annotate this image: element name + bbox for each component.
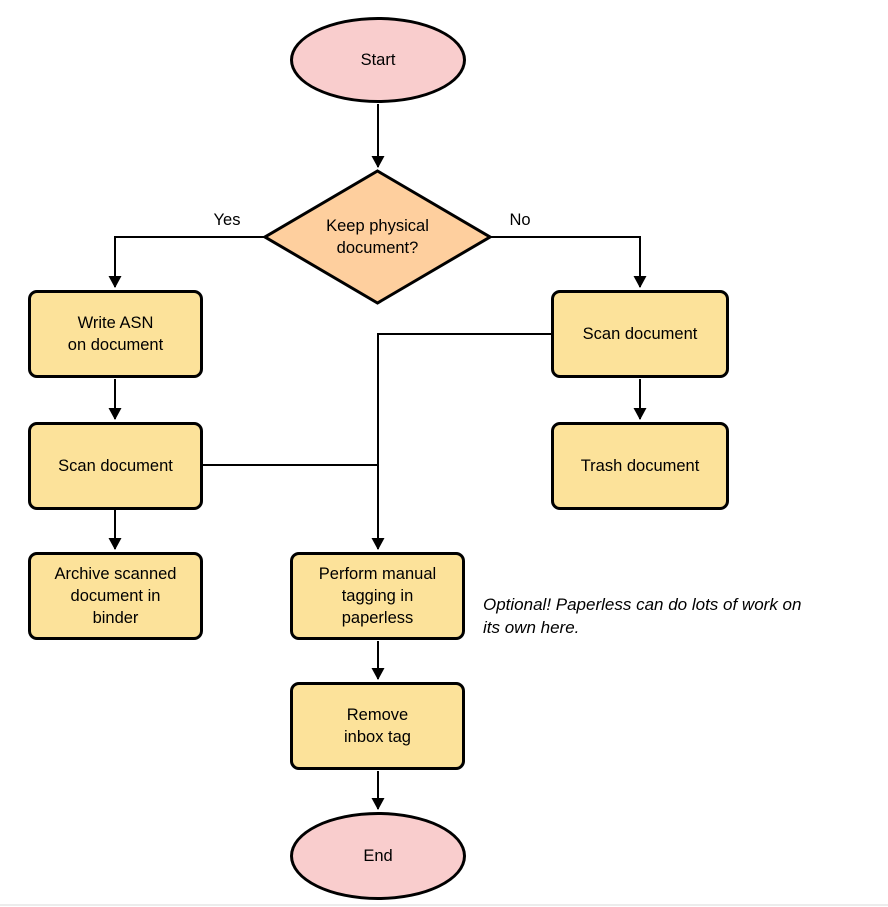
- node-manual-tagging: Perform manual tagging in paperless: [290, 552, 465, 640]
- node-start-label: Start: [360, 51, 396, 69]
- edge-label-yes: Yes: [213, 211, 241, 229]
- node-scan-document-left-label: Scan document: [58, 457, 173, 475]
- node-archive-binder-label: Archive scanned document in binder: [54, 565, 177, 627]
- node-decision-label: Keep physical document?: [326, 217, 429, 257]
- node-write-asn: Write ASN on document: [28, 290, 203, 378]
- edge-decision-yes-to-write-asn: [108, 236, 266, 288]
- edge-scan-right-to-tagging: [371, 333, 551, 550]
- node-manual-tagging-label: Perform manual tagging in paperless: [318, 565, 437, 627]
- annotation-optional-note: Optional! Paperless can do lots of work …: [483, 595, 802, 637]
- node-trash-document: Trash document: [551, 422, 729, 510]
- node-end-label: End: [363, 847, 393, 865]
- edge-label-no: No: [509, 211, 531, 229]
- node-remove-inbox-tag: Remove inbox tag: [290, 682, 465, 770]
- node-decision: Keep physical document?: [263, 169, 492, 305]
- decision-diamond-shape: [263, 169, 492, 305]
- node-remove-inbox-tag-label: Remove inbox tag: [344, 706, 411, 746]
- node-start: Start: [290, 17, 466, 103]
- edge-decision-no-to-scan-right: [489, 236, 647, 288]
- node-end: End: [290, 812, 466, 900]
- page-bottom-edge: [0, 904, 888, 906]
- node-trash-document-label: Trash document: [580, 457, 700, 475]
- node-scan-document-right-label: Scan document: [582, 325, 698, 343]
- node-write-asn-label: Write ASN on document: [67, 314, 164, 354]
- node-scan-document-left: Scan document: [28, 422, 203, 510]
- node-archive-binder: Archive scanned document in binder: [28, 552, 203, 640]
- node-scan-document-right: Scan document: [551, 290, 729, 378]
